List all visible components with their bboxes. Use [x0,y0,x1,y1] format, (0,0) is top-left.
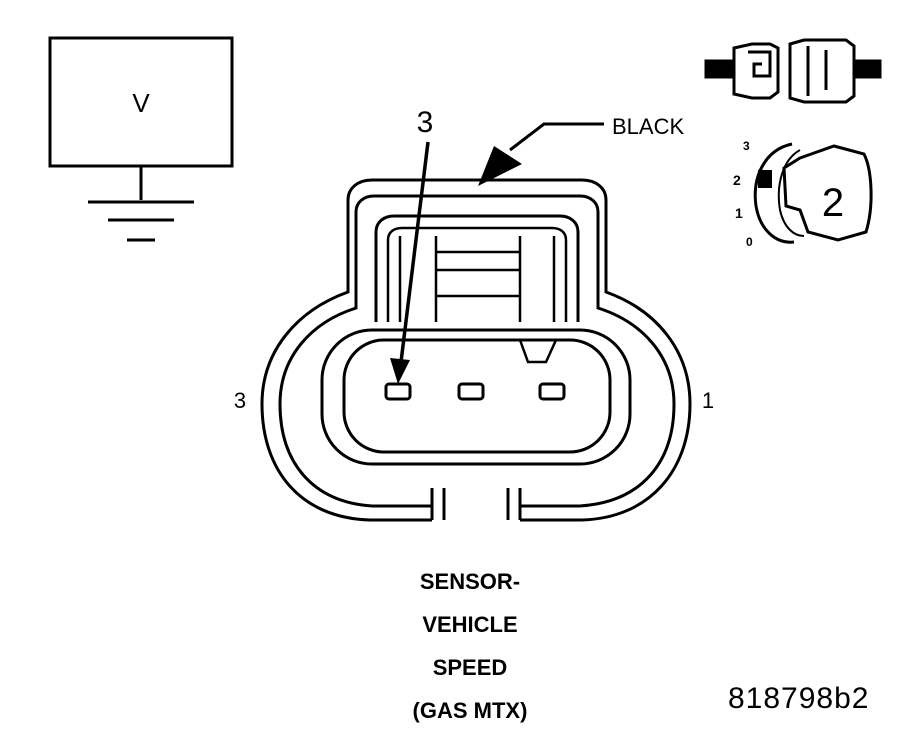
dial-pointer [758,170,772,188]
right-pin-label: 1 [702,388,714,413]
dial-setting: 2 [822,181,844,225]
pin-callout-label: 3 [417,106,434,139]
voltmeter-label: V [132,88,150,118]
connector-cavity-inner [342,338,612,454]
dial-ring [753,142,795,244]
connector-cavity-outer [320,328,632,466]
terminal-pin-3 [384,382,412,401]
arrow-icon [390,358,410,384]
caption-line: (GAS MTX) [412,698,528,723]
caption-line: SPEED [432,655,508,680]
connector-key [518,339,558,364]
caption-line: SENSOR- [419,569,521,594]
figure-id: 818798b2 [728,682,870,715]
left-pin-label: 3 [234,388,246,413]
connector-outer-shell [260,178,692,522]
ground-icon [88,200,194,242]
dial-position-0: 0 [746,235,753,249]
component-caption: SENSOR- VEHICLE SPEED (GAS MTX) [370,560,570,732]
voltmeter-symbol: V [48,36,234,242]
dial-position-2: 2 [733,172,741,188]
probe-icon [704,38,882,104]
selector-dial: 3 2 1 0 2 [733,139,873,249]
connector-face [260,178,692,522]
connector-color-label: BLACK [612,114,684,139]
pin-callout: 3 [390,106,433,384]
dial-position-3: 3 [743,139,750,153]
caption-line: VEHICLE [422,612,518,637]
color-callout: BLACK [478,114,684,186]
terminal-pin-1 [538,382,566,401]
dial-knob [782,144,873,242]
terminal-pin-2 [457,382,485,401]
arrow-icon [478,146,522,186]
dial-position-1: 1 [735,205,743,221]
